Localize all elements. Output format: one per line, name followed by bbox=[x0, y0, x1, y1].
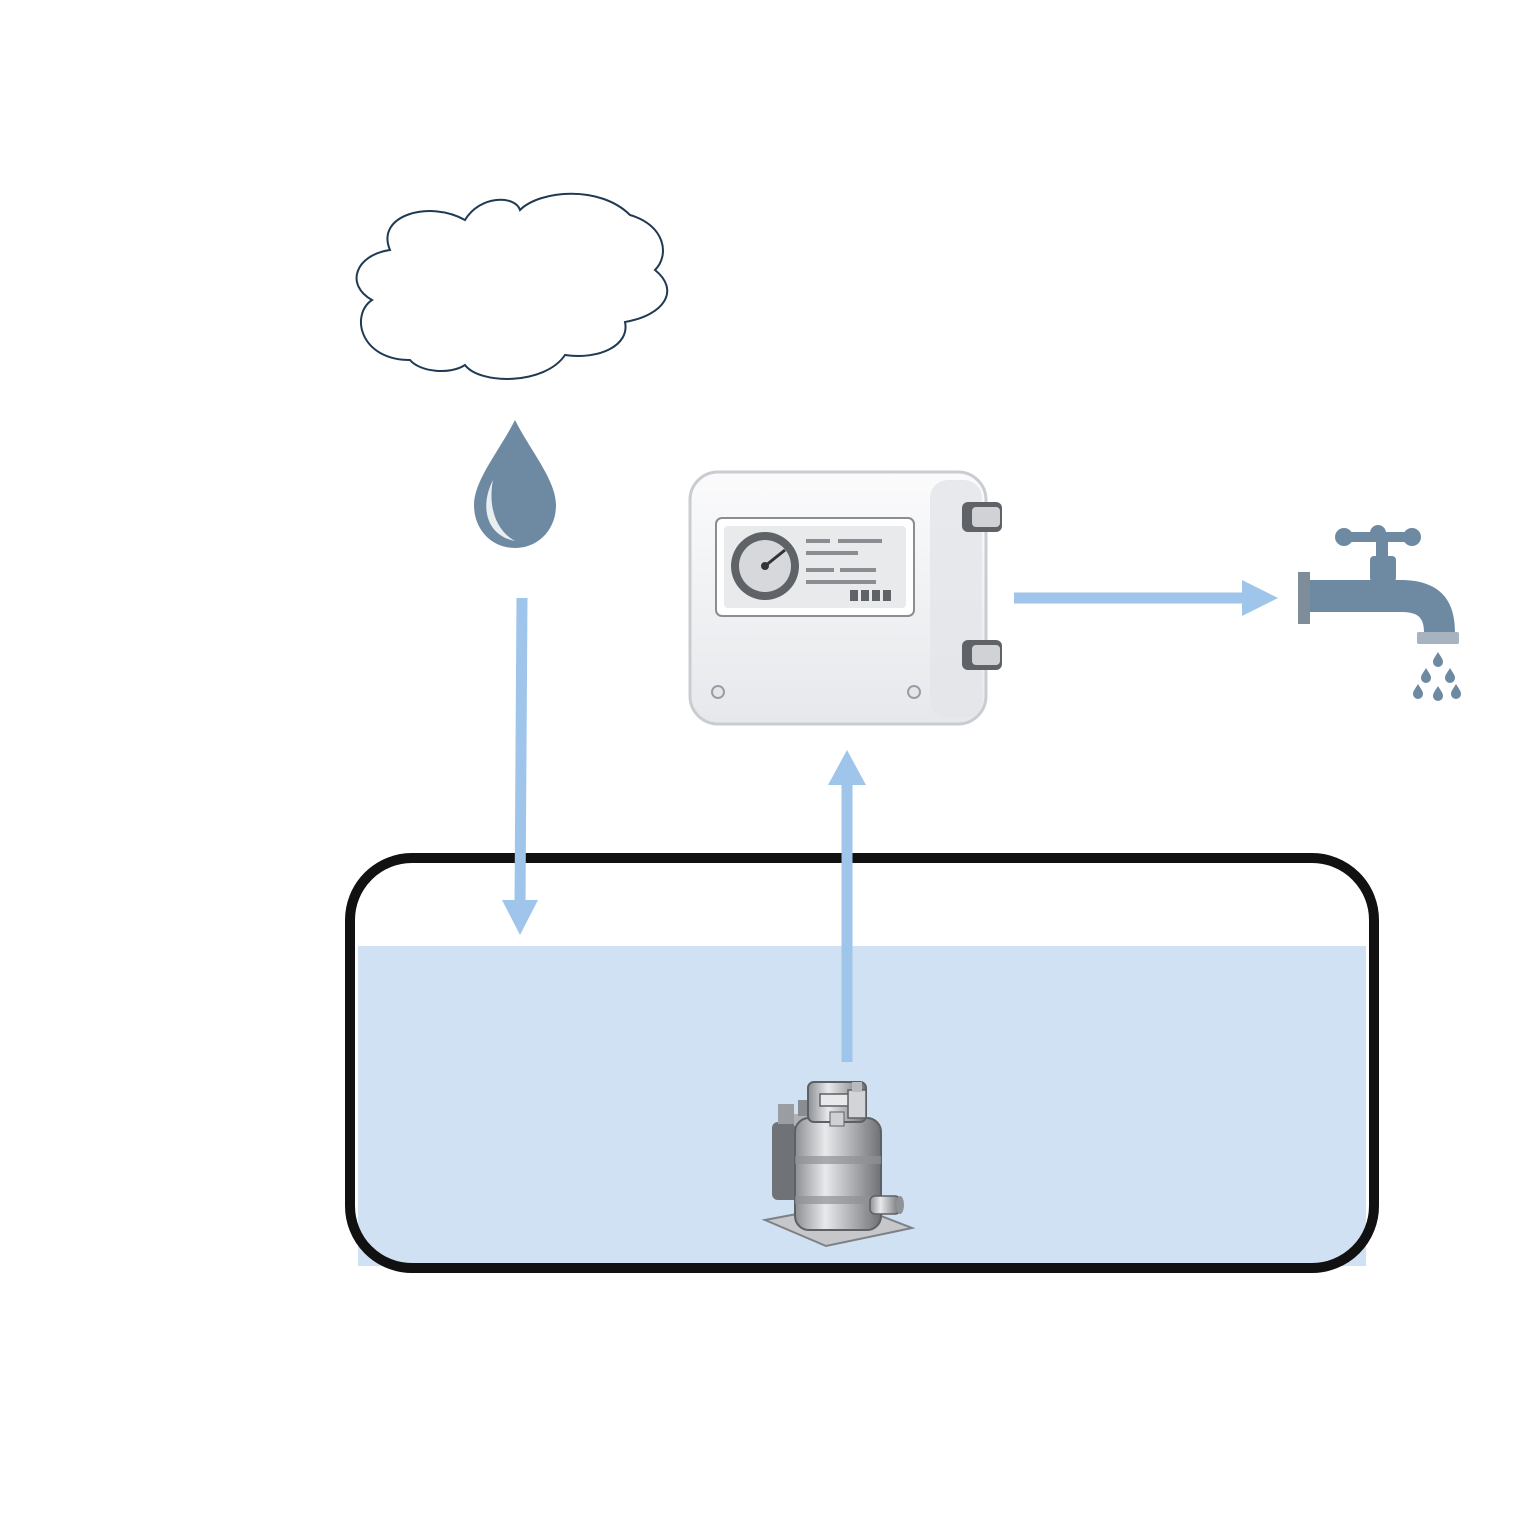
faucet-icon bbox=[1298, 525, 1461, 701]
cloud-icon bbox=[355, 192, 669, 380]
storage-tank-icon bbox=[345, 853, 1379, 1273]
raindrop-icon bbox=[474, 420, 556, 548]
arrow-pump-to-controller bbox=[828, 750, 866, 1062]
arrow-controller-to-faucet bbox=[1014, 580, 1278, 616]
arrow-rain-to-tank bbox=[502, 597, 538, 935]
pump-controller-icon bbox=[688, 470, 1002, 726]
submersible-pump-icon bbox=[761, 1081, 916, 1248]
